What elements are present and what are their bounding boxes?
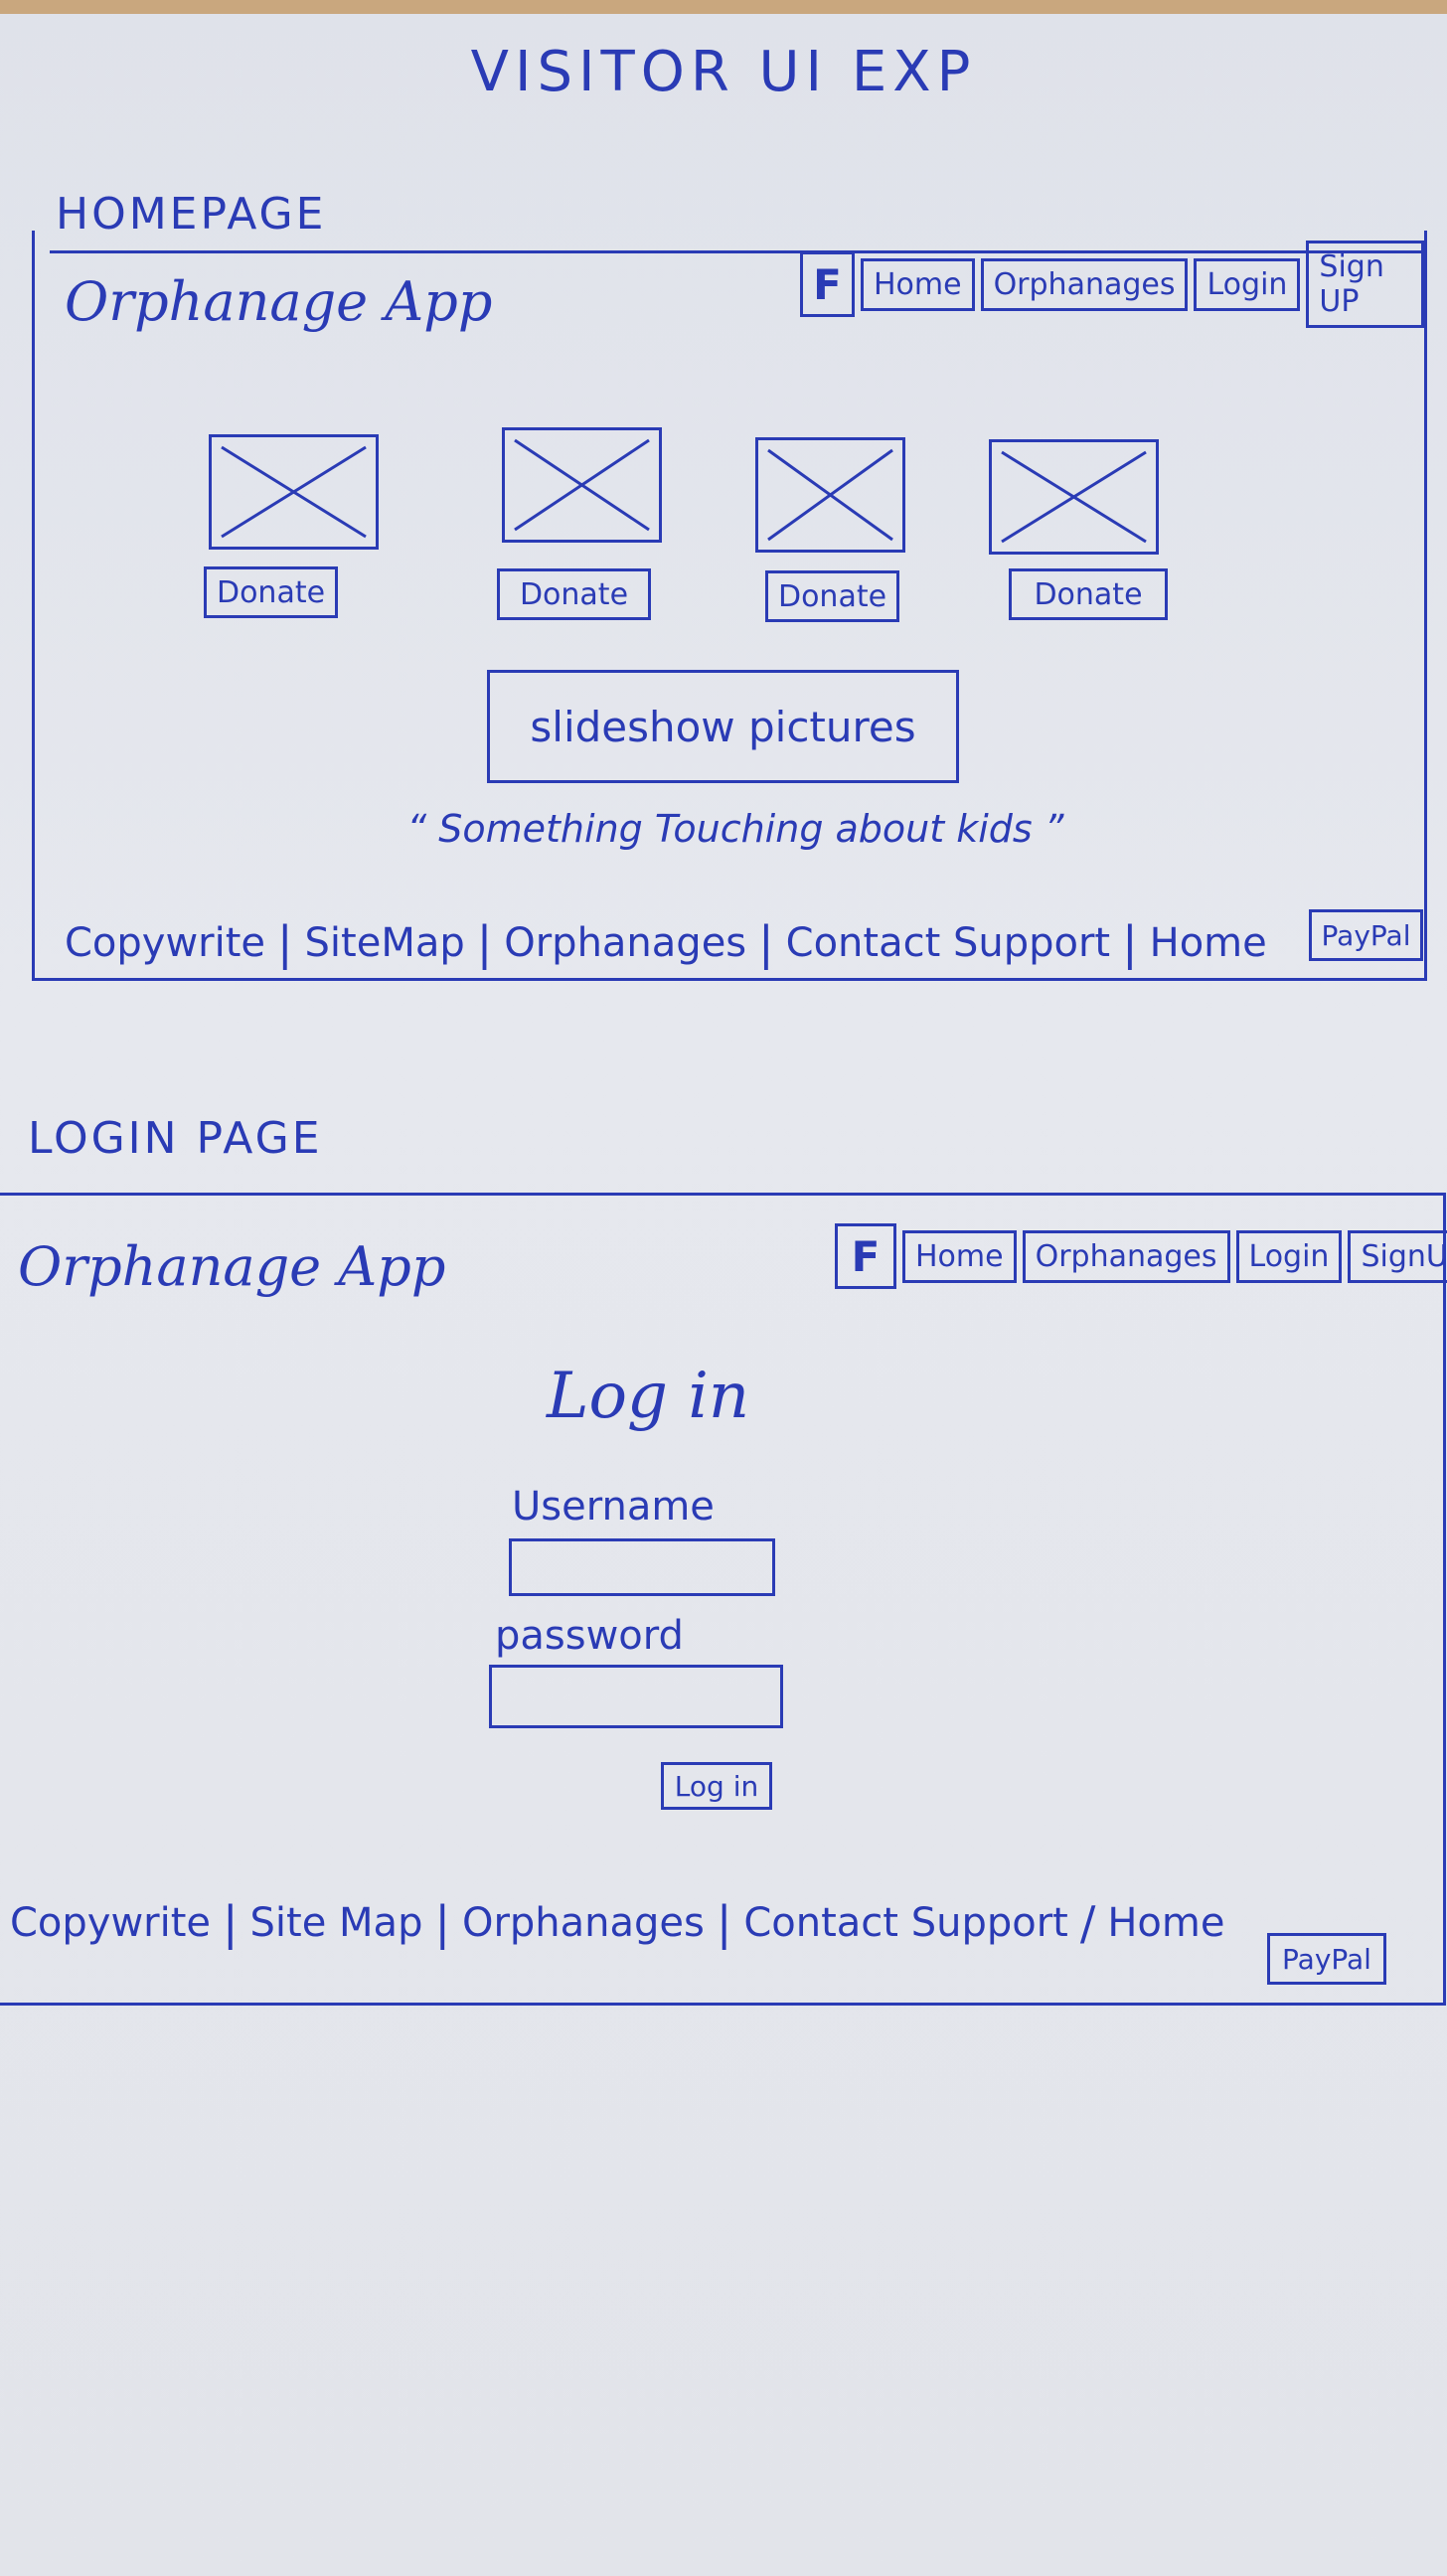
image-placeholder-icon [209,434,379,550]
footer-link-home[interactable]: Home [1149,920,1267,966]
paypal-button[interactable]: PayPal [1267,1933,1386,1985]
footer-link-home[interactable]: Home [1107,1900,1225,1946]
footer-separator: / [1079,1896,1096,1950]
homepage-frame: Orphanage App F Home Orphanages Login Si… [32,231,1427,981]
donate-button[interactable]: Donate [497,568,651,620]
image-placeholder-icon [989,439,1159,555]
homepage-section-label: HOMEPAGE [56,189,327,240]
login-button[interactable]: Log in [661,1762,772,1810]
app-name: Orphanage App [65,270,493,333]
username-label: Username [512,1484,715,1530]
facebook-icon[interactable]: F [800,251,855,317]
footer-separator: | [716,1896,732,1950]
homepage-footer: Copywrite| SiteMap| Orphanages| Contact … [65,916,1267,970]
footer-link-contact-support[interactable]: Contact Support [785,920,1111,966]
nav-home[interactable]: Home [902,1229,1017,1283]
footer-link-orphanages[interactable]: Orphanages [504,920,747,966]
footer-separator: | [223,1896,239,1950]
image-placeholder-icon [502,427,662,543]
footer-link-sitemap[interactable]: Site Map [249,1900,423,1946]
footer-link-contact-support[interactable]: Contact Support [743,1900,1068,1946]
paypal-button[interactable]: PayPal [1309,909,1423,961]
username-input[interactable] [509,1538,775,1596]
slideshow-pictures[interactable]: slideshow pictures [487,670,959,783]
footer-separator: | [1122,916,1138,970]
footer-link-copywrite[interactable]: Copywrite [10,1900,212,1946]
homepage-header-line [50,250,1421,253]
nav-orphanages[interactable]: Orphanages [1022,1229,1230,1283]
nav-login[interactable]: Login [1194,257,1301,311]
donate-button[interactable]: Donate [1009,568,1168,620]
loginpage-frame: Orphanage App F Home Orphanages Login Si… [0,1193,1447,2006]
nav-signup[interactable]: Sign UP [1306,241,1424,328]
tagline-quote: “ Something Touching about kids ” [406,807,1064,851]
donate-button[interactable]: Donate [204,566,338,618]
page-title: VISITOR UI EXP [470,40,977,104]
footer-link-copywrite[interactable]: Copywrite [65,920,266,966]
facebook-icon[interactable]: F [835,1223,896,1289]
app-name: Orphanage App [18,1235,446,1298]
login-heading: Log in [547,1360,750,1433]
password-input[interactable] [489,1665,783,1728]
password-label: password [495,1613,684,1659]
nav-orphanages[interactable]: Orphanages [980,257,1189,311]
footer-separator: | [758,916,774,970]
paper-edge [0,0,1447,14]
loginpage-footer: Copywrite| Site Map| Orphanages| Contact… [10,1896,1224,1950]
image-placeholder-icon [755,437,905,553]
homepage-nav: F Home Orphanages Login Sign UP [800,241,1424,328]
nav-signup[interactable]: SignUp [1348,1229,1447,1283]
footer-link-orphanages[interactable]: Orphanages [461,1900,705,1946]
loginpage-section-label: LOGIN PAGE [28,1113,323,1164]
donate-button[interactable]: Donate [765,570,899,622]
nav-login[interactable]: Login [1235,1229,1343,1283]
footer-separator: | [277,916,293,970]
loginpage-nav: F Home Orphanages Login SignUp [835,1223,1447,1289]
footer-separator: | [476,916,493,970]
nav-home[interactable]: Home [860,257,975,311]
footer-separator: | [434,1896,450,1950]
footer-link-sitemap[interactable]: SiteMap [304,920,465,966]
